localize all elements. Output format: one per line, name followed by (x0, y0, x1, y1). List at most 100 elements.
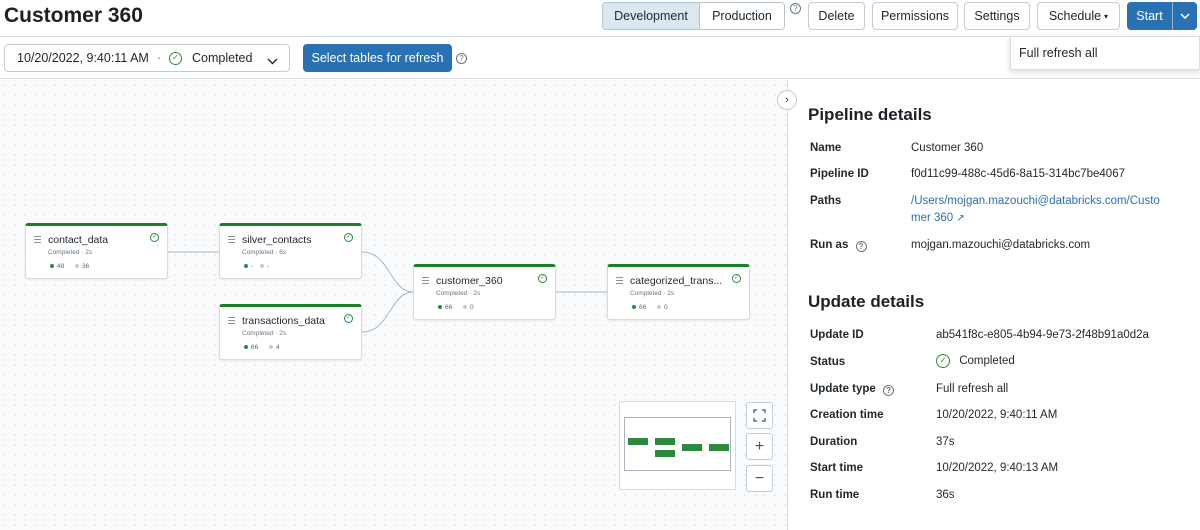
table-icon (616, 277, 623, 284)
table-icon (422, 277, 429, 284)
table-icon (228, 236, 235, 243)
minimap-node (709, 444, 729, 451)
check-circle-icon: ✓ (150, 233, 159, 242)
table-icon (228, 317, 235, 324)
pipeline-details-heading: Pipeline details (808, 105, 932, 125)
graph-node-transactions-data[interactable]: transactions_data Completed · 2s ✓ 66 4 (219, 304, 362, 360)
node-metric-a: 48 (50, 263, 64, 270)
run-timestamp: 10/20/2022, 9:40:11 AM (17, 51, 149, 65)
run-as-label: Run as ? (810, 239, 863, 251)
external-link-icon: ↗ (956, 213, 964, 224)
zoom-out-icon[interactable]: − (746, 465, 773, 492)
start-button-group: Start (1127, 2, 1197, 30)
help-icon[interactable]: ? (856, 241, 867, 252)
collapse-panel-chevron-icon[interactable]: › (777, 90, 797, 110)
select-tables-refresh-button[interactable]: Select tables for refresh (303, 44, 452, 72)
creation-time-value: 10/20/2022, 9:40:11 AM (936, 409, 1057, 421)
minimap-node (682, 444, 702, 451)
pipeline-name: Customer 360 (911, 142, 983, 154)
start-time-label: Start time (810, 462, 863, 474)
minimap-node (655, 450, 675, 457)
graph-node-customer-360[interactable]: customer_360 Completed · 2s ✓ 66 0 (413, 264, 556, 320)
pipeline-path-link-cont[interactable]: mer 360 ↗ (911, 212, 965, 224)
details-panel: Pipeline details Name Customer 360 Pipel… (787, 80, 1200, 530)
node-metric-a: - (244, 263, 253, 270)
update-selector[interactable]: 10/20/2022, 9:40:11 AM · ✓ Completed (4, 44, 290, 72)
update-type-label: Update type ? (810, 383, 890, 395)
table-icon (34, 236, 41, 243)
fit-view-icon[interactable] (746, 402, 773, 429)
check-circle-icon: ✓ (936, 354, 950, 368)
graph-node-silver-contacts[interactable]: silver_contacts Completed · 6s ✓ - - (219, 223, 362, 279)
node-status: Completed · 6s (242, 249, 286, 256)
check-circle-icon: ✓ (169, 52, 182, 65)
paths-label: Paths (810, 195, 841, 207)
settings-button[interactable]: Settings (964, 2, 1030, 30)
name-label: Name (810, 142, 841, 154)
node-metric-a: 66 (244, 344, 258, 351)
duration-value: 37s (936, 436, 955, 448)
help-icon[interactable]: ? (456, 53, 467, 64)
update-id: ab541f8c-e805-4b94-9e73-2f48b91a0d2a (936, 329, 1149, 341)
run-as-value: mojgan.mazouchi@databricks.com (911, 239, 1090, 251)
duration-label: Duration (810, 436, 857, 448)
minimap-node (655, 438, 675, 445)
node-name: silver_contacts (242, 234, 342, 246)
node-status: Completed · 2s (436, 290, 480, 297)
help-icon[interactable]: ? (883, 385, 894, 396)
node-metric-a: 66 (632, 304, 646, 311)
development-mode-button[interactable]: Development (603, 3, 700, 29)
permissions-button[interactable]: Permissions (872, 2, 958, 30)
start-time-value: 10/20/2022, 9:40:13 AM (936, 462, 1058, 474)
help-icon[interactable]: ? (790, 3, 801, 14)
update-details-heading: Update details (808, 292, 924, 312)
chevron-down-icon (267, 54, 278, 68)
node-metric-a: 66 (438, 304, 452, 311)
creation-time-label: Creation time (810, 409, 884, 421)
pipeline-graph-canvas[interactable]: contact_data Completed · 2s ✓ 48 36 silv… (0, 80, 787, 530)
node-status: Completed · 2s (48, 249, 92, 256)
graph-minimap[interactable] (619, 401, 736, 490)
start-button[interactable]: Start (1127, 2, 1173, 30)
page-title: Customer 360 (4, 4, 143, 28)
node-status: Completed · 2s (630, 290, 674, 297)
node-name: customer_360 (436, 275, 536, 287)
status-label: Status (810, 356, 845, 368)
production-mode-button[interactable]: Production (700, 3, 784, 29)
update-type-value: Full refresh all (936, 383, 1008, 395)
node-metric-b: 4 (269, 344, 280, 351)
schedule-button[interactable]: Schedule ▾ (1037, 2, 1120, 30)
node-metric-b: - (260, 263, 269, 270)
check-circle-icon: ✓ (538, 274, 547, 283)
delete-button[interactable]: Delete (808, 2, 865, 30)
run-time-value: 36s (936, 489, 955, 501)
check-circle-icon: ✓ (732, 274, 741, 283)
check-circle-icon: ✓ (344, 233, 353, 242)
run-time-label: Run time (810, 489, 859, 501)
top-bar: Customer 360 Development Production ? De… (0, 0, 1200, 37)
run-status: Completed (192, 51, 252, 65)
pipeline-id-label: Pipeline ID (810, 168, 869, 180)
minimap-node (628, 438, 648, 445)
run-separator: · (157, 51, 161, 65)
node-metric-b: 36 (75, 263, 89, 270)
update-id-label: Update ID (810, 329, 864, 341)
node-name: categorized_trans... (630, 275, 730, 287)
chevron-down-icon: ▾ (1104, 12, 1108, 21)
mode-toggle: Development Production (602, 2, 785, 30)
start-options-chevron-icon[interactable] (1173, 2, 1197, 30)
pipeline-path-link[interactable]: /Users/mojgan.mazouchi@databricks.com/Cu… (911, 195, 1160, 207)
status-value: ✓ Completed (936, 354, 1015, 368)
check-circle-icon: ✓ (344, 314, 353, 323)
graph-node-categorized-transactions[interactable]: categorized_trans... Completed · 2s ✓ 66… (607, 264, 750, 320)
full-refresh-menu-item[interactable]: Full refresh all (1010, 36, 1200, 70)
pipeline-id: f0d11c99-488c-45d6-8a15-314bc7be4067 (911, 168, 1125, 180)
graph-node-contact-data[interactable]: contact_data Completed · 2s ✓ 48 36 (25, 223, 168, 279)
node-name: transactions_data (242, 315, 342, 327)
node-name: contact_data (48, 234, 148, 246)
schedule-label: Schedule (1049, 9, 1101, 23)
node-status: Completed · 2s (242, 330, 286, 337)
node-metric-b: 0 (657, 304, 668, 311)
node-metric-b: 0 (463, 304, 474, 311)
zoom-in-icon[interactable]: + (746, 433, 773, 460)
